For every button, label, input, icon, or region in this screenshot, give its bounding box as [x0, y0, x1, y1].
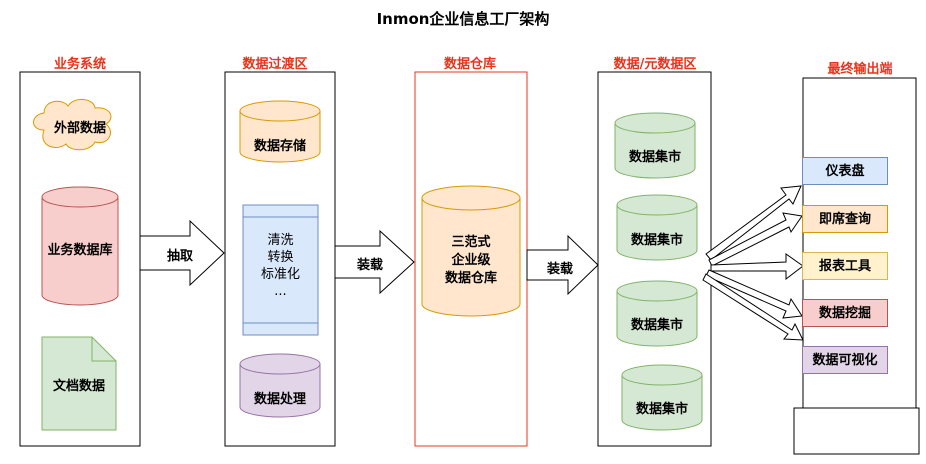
warehouse-cylinder [421, 198, 521, 317]
output-visualization: 数据可视化 [802, 346, 888, 374]
output-adhoc-query: 即席查询 [802, 205, 888, 233]
section-title-business: 业务系统 [53, 57, 106, 72]
mart-label-3: 数据集市 [630, 318, 683, 333]
processing-label: 数据处理 [253, 392, 306, 407]
mart-label-2: 数据集市 [630, 233, 683, 248]
mart-cylinder-1 [614, 123, 696, 179]
arrow-load-1 [334, 229, 415, 295]
output-data-mining: 数据挖掘 [802, 299, 888, 327]
external-data-label: 外部数据 [53, 121, 106, 136]
mart-cylinder-3 [616, 291, 698, 347]
storage-label: 数据存储 [253, 139, 306, 154]
diagram-title: Inmon企业信息工厂架构 [376, 10, 550, 28]
fan-out-arrows [702, 185, 804, 341]
extract-label: 抽取 [166, 249, 193, 264]
storage-cylinder [239, 111, 321, 163]
warehouse-line-3: 数据仓库 [444, 271, 497, 286]
processing-cylinder [239, 364, 321, 418]
mart-cylinder-2 [616, 205, 698, 261]
process-steps: 清洗 转换 标准化 ... [243, 232, 318, 300]
section-title-staging: 数据过渡区 [242, 57, 308, 72]
document-shape [41, 336, 117, 431]
load-label-2: 装载 [546, 262, 573, 277]
doc-data-label: 文档数据 [52, 379, 105, 394]
section-title-warehouse: 数据仓库 [443, 57, 496, 72]
warehouse-line-2: 企业级 [451, 253, 491, 268]
load-label-1: 装载 [356, 258, 383, 273]
cloud-icon [33, 99, 112, 151]
process-step-standardize: 标准化 [260, 267, 300, 282]
arrow-load-2 [526, 234, 599, 296]
business-db-label: 业务数据库 [47, 243, 113, 258]
mart-label-4: 数据集市 [635, 402, 688, 417]
mart-label-1: 数据集市 [628, 150, 681, 165]
business-db-cylinder [41, 197, 119, 306]
warehouse-db-label: 三范式 企业级 数据仓库 [422, 234, 520, 288]
arrow-extract [139, 219, 225, 287]
section-title-mart-area: 数据/元数据区 [613, 57, 697, 72]
process-step-more: ... [274, 284, 287, 299]
process-step-transform: 转换 [267, 250, 294, 265]
warehouse-line-1: 三范式 [451, 235, 491, 250]
section-title-output: 最终输出端 [827, 62, 893, 77]
process-step-clean: 清洗 [267, 233, 294, 248]
output-footer-box [793, 407, 920, 455]
output-report-tool: 报表工具 [802, 252, 888, 280]
process-box [242, 204, 319, 336]
output-dashboard: 仪表盘 [802, 157, 888, 185]
mart-cylinder-4 [621, 375, 703, 431]
